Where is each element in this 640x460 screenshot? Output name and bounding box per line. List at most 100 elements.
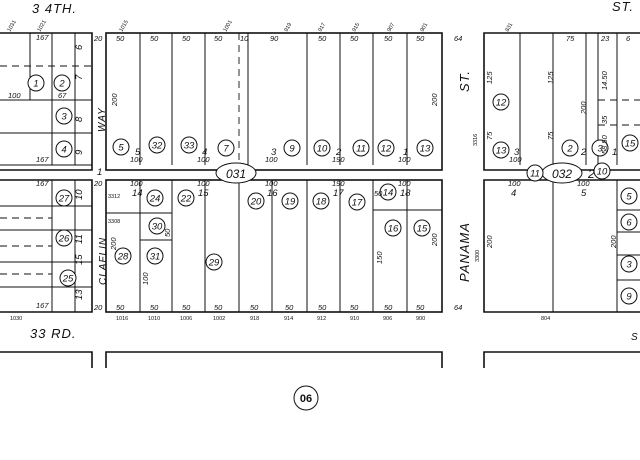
dim-label: 50: [318, 303, 327, 312]
lot-label: 10: [317, 144, 328, 155]
dim-label: 23: [600, 34, 610, 43]
lot-number: 2: [580, 147, 587, 158]
lot-number: 16: [267, 188, 278, 199]
lot-label: 19: [285, 197, 296, 208]
dim-label: 200: [430, 93, 439, 107]
address-label: 804: [541, 316, 550, 322]
dim-label: 190: [332, 179, 345, 188]
address-label: 1031: [7, 19, 18, 33]
street-way-label: WAY: [97, 107, 108, 132]
dim-label: 50: [116, 34, 125, 43]
lot-label: 22: [180, 194, 192, 205]
dim-label: 50: [350, 34, 359, 43]
lot-label: 20: [250, 197, 262, 208]
dim-label: 100: [577, 179, 590, 188]
lot-label: 11: [74, 234, 85, 244]
address-label: 1016: [116, 316, 128, 322]
dim-label: 200: [485, 235, 494, 249]
left-lots: 1 2 3 4 27 26 25 6 7 8 9 10 11 13 15: [27, 44, 85, 300]
dim-label: 100: [130, 179, 143, 188]
lot-label: 18: [316, 197, 327, 208]
dim-label: 50: [285, 303, 294, 312]
street-st-vertical-label: ST.: [457, 70, 472, 92]
lot-label: 3: [61, 112, 67, 123]
lot-label: 14: [383, 188, 394, 199]
block-032-suffix: 2: [587, 167, 595, 181]
street-33rd-label: 33 RD.: [30, 326, 76, 341]
address-label: 3300: [475, 250, 481, 262]
dim-label: 14.50: [600, 70, 609, 90]
address-label: 1002: [213, 316, 225, 322]
lot-label: 9: [626, 292, 632, 303]
dim-label: 75: [566, 34, 575, 43]
lot-number: 18: [400, 188, 411, 199]
address-label: 917: [318, 22, 328, 33]
lot-number: 4: [202, 147, 207, 158]
lot-number: 17: [333, 188, 344, 199]
address-label: 910: [350, 316, 359, 322]
lot-label: 26: [58, 234, 70, 245]
dim-label: 50: [374, 189, 383, 198]
lot-label: 9: [289, 144, 295, 155]
right-lots: 12 13 2 3 15 11 10 6 5 3 9: [492, 93, 639, 305]
address-label: 919: [284, 22, 294, 33]
dim-label: 50: [318, 34, 327, 43]
lot-label: 10: [74, 189, 85, 200]
dim-label: 50: [416, 303, 425, 312]
address-label: 907: [387, 22, 397, 33]
lot-label: 16: [388, 224, 399, 235]
dim-label: 50: [182, 34, 191, 43]
lot-label: 1: [33, 79, 38, 90]
address-label: 3316: [473, 134, 479, 146]
dim-label: 100: [508, 179, 521, 188]
dim-label: 50: [116, 303, 125, 312]
lot-number: 1: [403, 147, 408, 158]
address-label: 1006: [180, 316, 192, 322]
lot-label: 8: [74, 116, 85, 122]
dim-label: 200: [109, 237, 118, 251]
dim-label: 100: [197, 179, 210, 188]
street-34th-label: 3 4TH.: [32, 1, 77, 16]
dim-label: 20: [93, 34, 103, 43]
lot-label: 5: [626, 192, 632, 203]
dim-label: 50: [250, 303, 259, 312]
dim-label: 100: [8, 91, 21, 100]
address-label: 3312: [108, 194, 120, 200]
dim-label: 125: [485, 71, 494, 84]
dim-label: 100: [197, 155, 210, 164]
dim-label: 50: [416, 34, 425, 43]
bottom-boundaries: [0, 351, 640, 368]
street-panama-label: PANAMA: [457, 222, 472, 282]
dim-label: 58.50: [600, 134, 609, 154]
address-label: 900: [416, 316, 425, 322]
address-label: 906: [383, 316, 392, 322]
address-label: 1015: [119, 19, 130, 33]
lot-label: 11: [356, 144, 366, 155]
lot-label: 6: [626, 218, 632, 229]
lot-label: 9: [74, 149, 85, 155]
lot-number: 14: [132, 188, 143, 199]
dim-label: 150: [375, 251, 384, 264]
lot-label: 11: [530, 169, 540, 180]
lot-label: 12: [381, 144, 392, 155]
lot-label: 5: [118, 143, 124, 154]
block-031-label: 031: [226, 167, 246, 181]
address-label: 1010: [148, 316, 160, 322]
dim-label: 125: [546, 71, 555, 84]
address-label: 831: [505, 22, 515, 33]
dim-label: 167: [36, 155, 49, 164]
address-label: 901: [420, 22, 430, 33]
lot-label: 4: [61, 145, 66, 156]
dimensions: 167 167 167 167 100 67 20 20 20 50 50 50…: [8, 33, 631, 312]
dim-label: 64: [454, 303, 462, 312]
address-label: 1021: [37, 19, 48, 33]
lot-label: 15: [417, 224, 428, 235]
lot-number: 15: [198, 188, 209, 199]
lot-number: 1: [612, 147, 617, 158]
dim-label: 50: [150, 303, 159, 312]
address-label: 3308: [108, 219, 120, 225]
address-label: 1030: [10, 316, 22, 322]
dim-label: 100: [130, 155, 143, 164]
dim-label: 20: [93, 179, 103, 188]
